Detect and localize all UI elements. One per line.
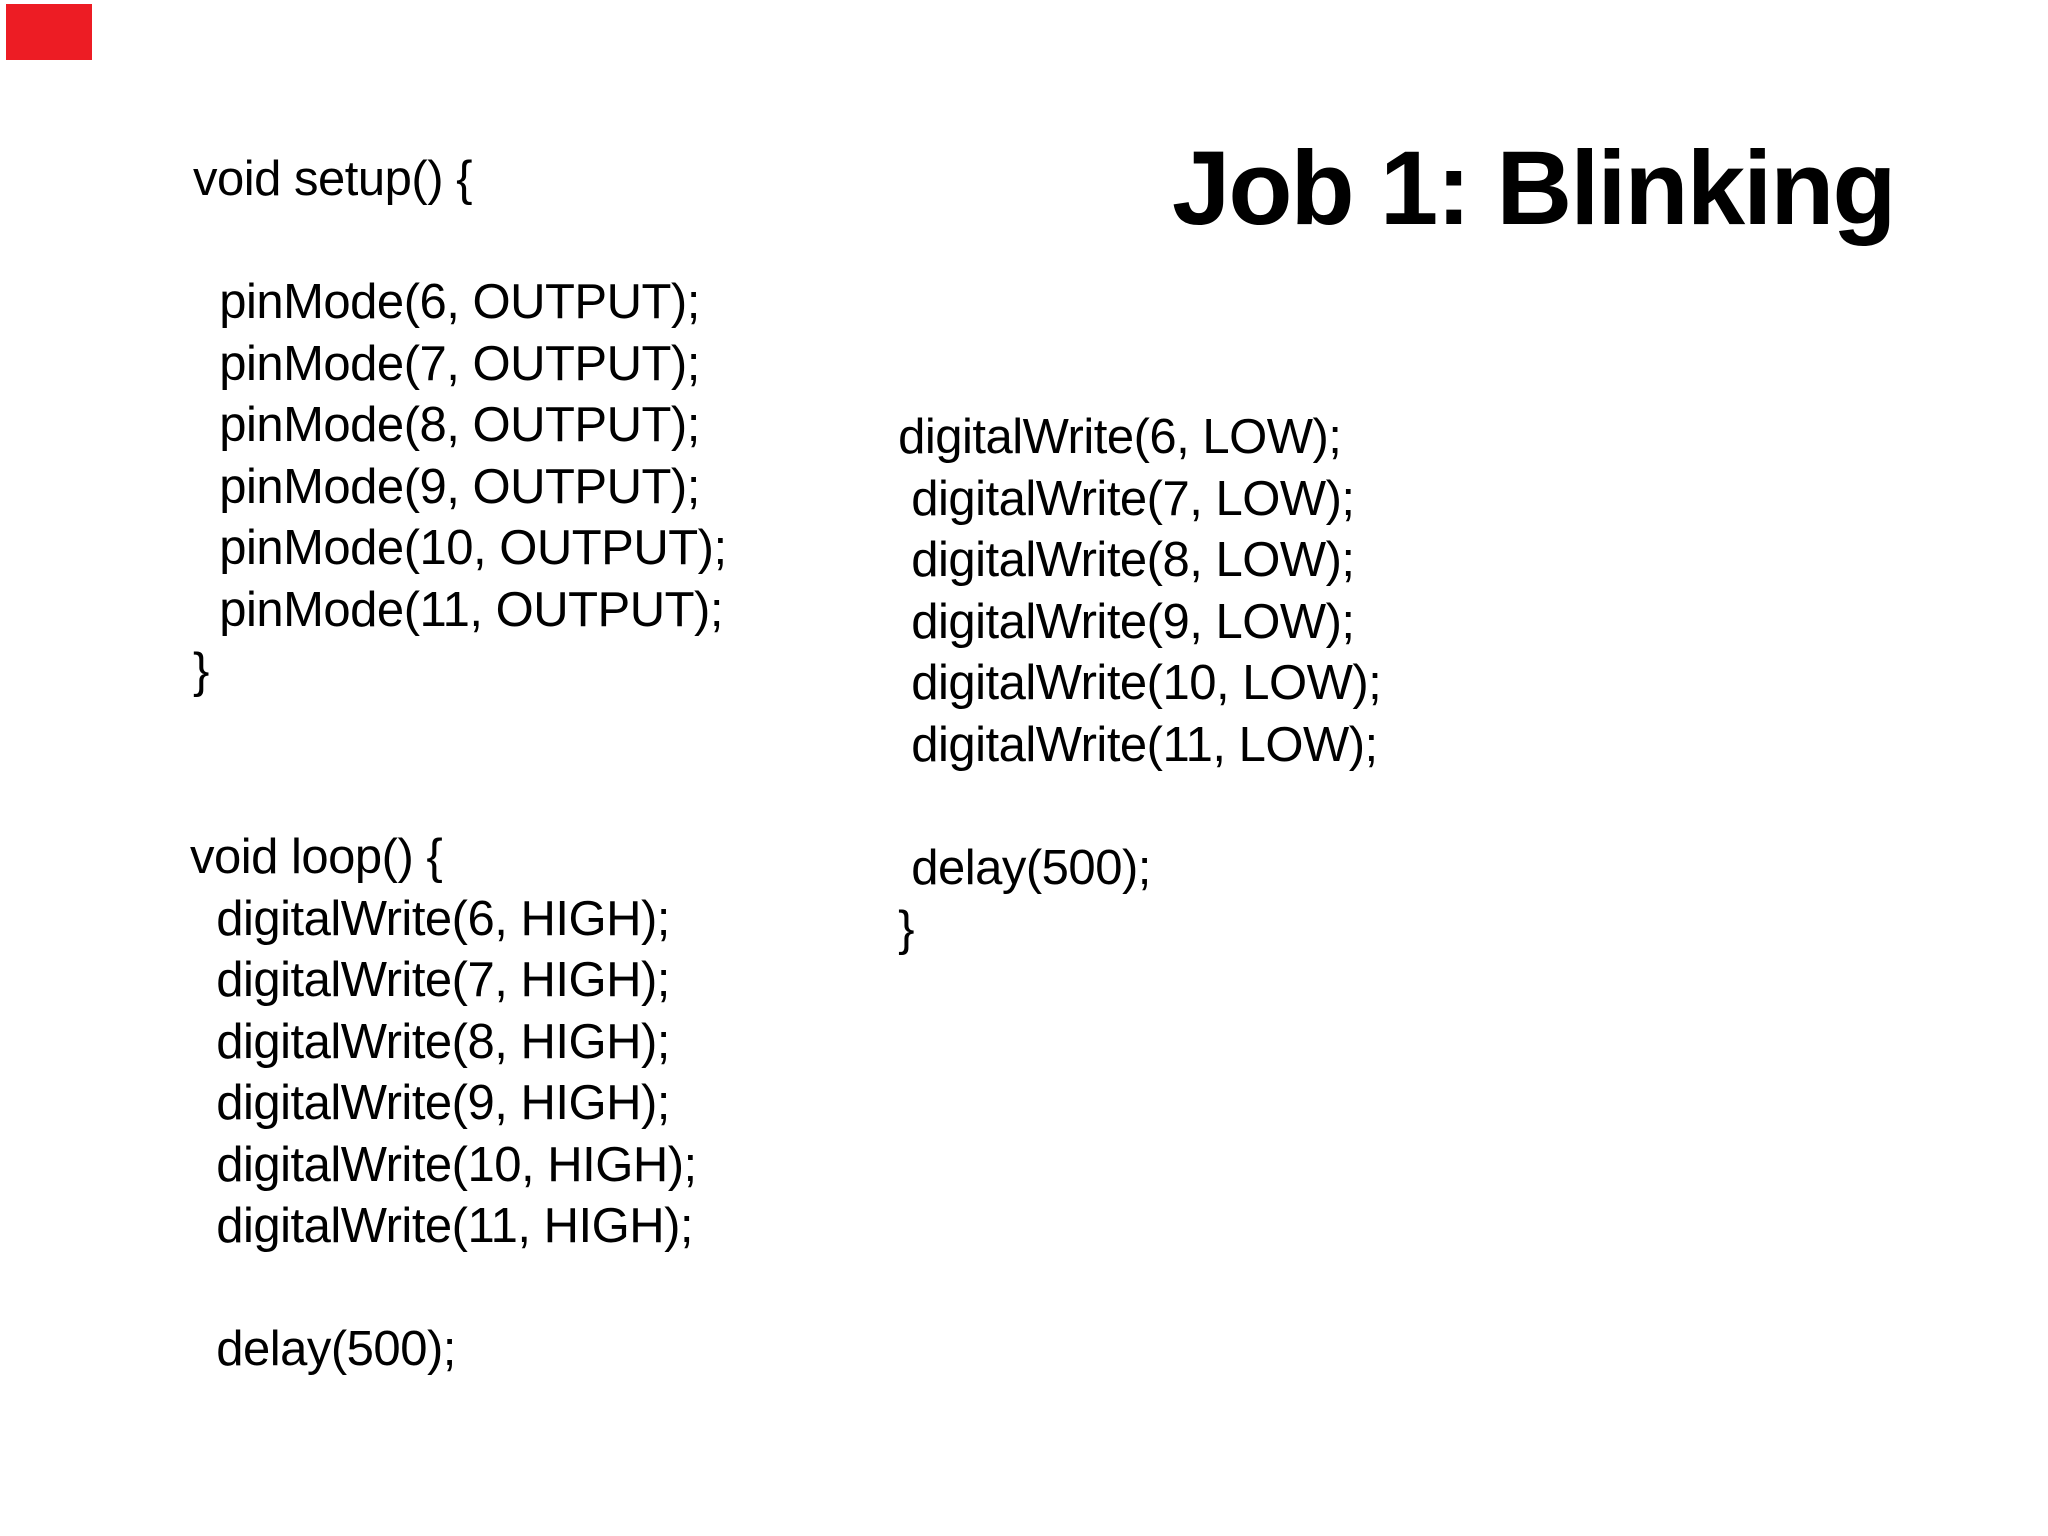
code-loop-end-block: digitalWrite(6, LOW); digitalWrite(7, LO…: [898, 410, 1382, 956]
red-marker: [6, 4, 92, 60]
code-setup-block: void setup() { pinMode(6, OUTPUT); pinMo…: [193, 152, 727, 698]
code-loop-block: void loop() { digitalWrite(6, HIGH); dig…: [190, 830, 697, 1376]
slide-title: Job 1: Blinking: [1172, 130, 1897, 247]
